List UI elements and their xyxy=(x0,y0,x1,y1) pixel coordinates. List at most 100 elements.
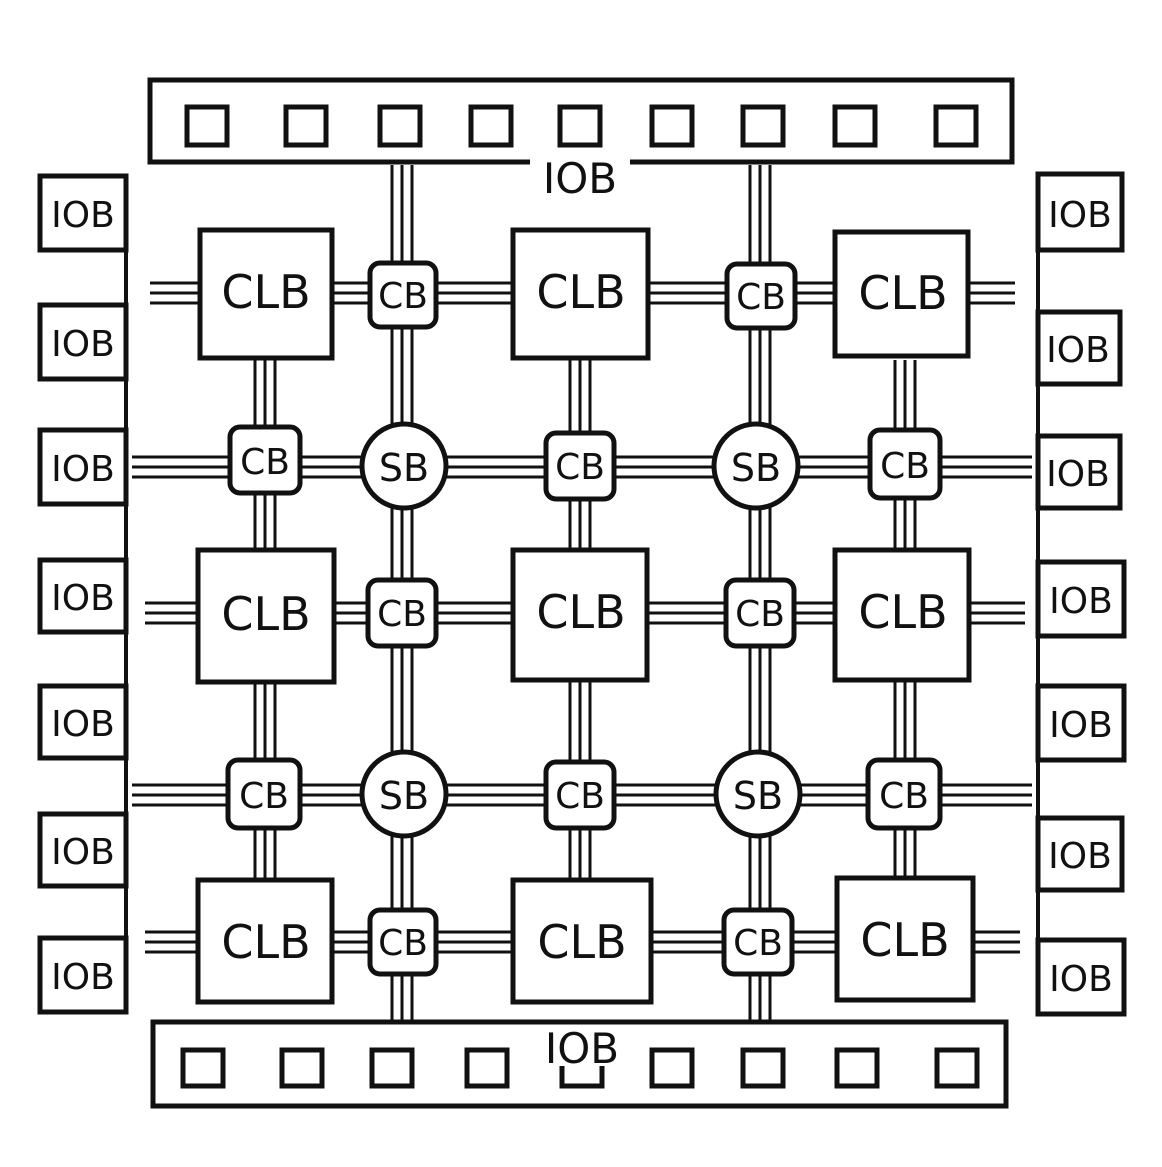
cb-h-r1-c3: CB xyxy=(867,427,943,501)
right-iob-4: IOB xyxy=(1035,559,1127,639)
left-iob-column: IOB IOB IOB IOB IOB IOB IOB xyxy=(37,173,129,1015)
top-iob-bar: IOB xyxy=(147,77,1015,203)
io-pad xyxy=(832,104,878,148)
connection-blocks-vertical: CB CB CB CB CB CB xyxy=(365,260,798,977)
cb-h-r2-c3: CB xyxy=(865,757,943,831)
io-pad xyxy=(464,1047,510,1089)
clb-r3-c2: CLB xyxy=(510,877,654,1005)
cb-label: CB xyxy=(240,442,290,483)
bottom-iob-label: IOB xyxy=(545,1024,619,1073)
clb-label: CLB xyxy=(221,587,310,641)
iob-label: IOB xyxy=(51,449,115,490)
cb-v-r3-c2: CB xyxy=(721,907,795,977)
left-iob-3: IOB xyxy=(37,427,129,507)
clb-label: CLB xyxy=(860,913,949,967)
clb-grid: CLB CLB CLB CLB CLB CLB CLB CLB xyxy=(195,227,976,1005)
iob-label: IOB xyxy=(1048,195,1112,236)
bottom-iob-bar: IOB xyxy=(150,1019,1009,1109)
connection-blocks-horizontal: CB CB CB CB CB CB xyxy=(225,424,943,831)
io-pad xyxy=(184,104,230,148)
top-iob-label: IOB xyxy=(543,154,617,203)
io-pad xyxy=(649,104,695,148)
left-iob-7: IOB xyxy=(37,935,129,1015)
top-iob-pads xyxy=(184,104,979,148)
left-iob-1: IOB xyxy=(37,173,129,253)
sb-label: SB xyxy=(731,446,781,490)
clb-label: CLB xyxy=(536,265,625,319)
switch-boxes: SB SB SB SB xyxy=(359,421,803,839)
sb-label: SB xyxy=(379,774,429,818)
iob-label: IOB xyxy=(51,957,115,998)
cb-v-r2-c1: CB xyxy=(365,577,439,649)
cb-v-r1-c2: CB xyxy=(724,261,798,331)
right-iob-3: IOB xyxy=(1035,433,1123,511)
right-iob-6: IOB xyxy=(1035,815,1125,893)
cb-label: CB xyxy=(735,594,785,635)
right-iob-column: IOB IOB IOB IOB IOB IOB IOB xyxy=(1035,171,1127,1017)
iob-label: IOB xyxy=(1046,454,1110,495)
right-iob-2: IOB xyxy=(1035,309,1123,387)
cb-h-r2-c1: CB xyxy=(225,757,303,831)
clb-label: CLB xyxy=(858,266,947,320)
clb-r2-c2: CLB xyxy=(510,547,650,683)
sb-r2-c2: SB xyxy=(713,749,803,839)
io-pad xyxy=(377,104,423,148)
left-iob-6: IOB xyxy=(37,811,129,889)
sb-r1-c1: SB xyxy=(359,421,449,511)
sb-label: SB xyxy=(733,774,783,818)
cb-label: CB xyxy=(377,594,427,635)
io-pad xyxy=(369,1047,415,1089)
cb-label: CB xyxy=(736,277,786,318)
top-iob-label-backdrop xyxy=(530,158,630,198)
clb-label: CLB xyxy=(537,915,626,969)
iob-label: IOB xyxy=(1048,836,1112,877)
io-pad xyxy=(740,1047,786,1089)
cb-label: CB xyxy=(880,446,930,487)
left-iob-4: IOB xyxy=(37,557,129,635)
io-pad xyxy=(740,104,786,148)
io-pad xyxy=(933,104,979,148)
cb-h-r1-c1: CB xyxy=(227,424,303,496)
io-pad xyxy=(557,104,603,148)
cb-label: CB xyxy=(378,923,428,964)
iob-label: IOB xyxy=(51,195,115,236)
io-pad xyxy=(283,104,329,148)
cb-label: CB xyxy=(879,776,929,817)
right-iob-1: IOB xyxy=(1035,171,1125,253)
clb-r1-c3: CLB xyxy=(832,229,971,359)
left-iob-2: IOB xyxy=(37,302,129,382)
clb-label: CLB xyxy=(221,915,310,969)
clb-r3-c1: CLB xyxy=(195,877,335,1005)
iob-label: IOB xyxy=(51,832,115,873)
io-pad xyxy=(934,1047,980,1089)
sb-label: SB xyxy=(379,446,429,490)
right-iob-5: IOB xyxy=(1035,683,1127,763)
iob-label: IOB xyxy=(51,324,115,365)
clb-r2-c3: CLB xyxy=(832,547,972,683)
left-iob-5: IOB xyxy=(37,683,129,761)
cb-label: CB xyxy=(733,923,783,964)
cb-label: CB xyxy=(555,447,605,488)
io-pad xyxy=(649,1047,695,1089)
clb-r3-c3: CLB xyxy=(834,875,976,1003)
cb-v-r2-c2: CB xyxy=(723,577,797,649)
iob-label: IOB xyxy=(1049,959,1113,1000)
cb-label: CB xyxy=(555,776,605,817)
cb-h-r1-c2: CB xyxy=(543,430,617,502)
iob-label: IOB xyxy=(51,578,115,619)
sb-r2-c1: SB xyxy=(359,749,449,839)
clb-label: CLB xyxy=(858,585,947,639)
cb-label: CB xyxy=(239,776,289,817)
iob-label: IOB xyxy=(51,704,115,745)
iob-label: IOB xyxy=(1049,705,1113,746)
clb-label: CLB xyxy=(221,265,310,319)
clb-r1-c2: CLB xyxy=(510,227,651,361)
cb-h-r2-c2: CB xyxy=(543,759,617,831)
bottom-iob-label-backdrop xyxy=(540,1028,624,1066)
clb-r2-c1: CLB xyxy=(195,547,337,685)
clb-label: CLB xyxy=(536,585,625,639)
iob-label: IOB xyxy=(1049,581,1113,622)
sb-r1-c2: SB xyxy=(711,421,801,511)
